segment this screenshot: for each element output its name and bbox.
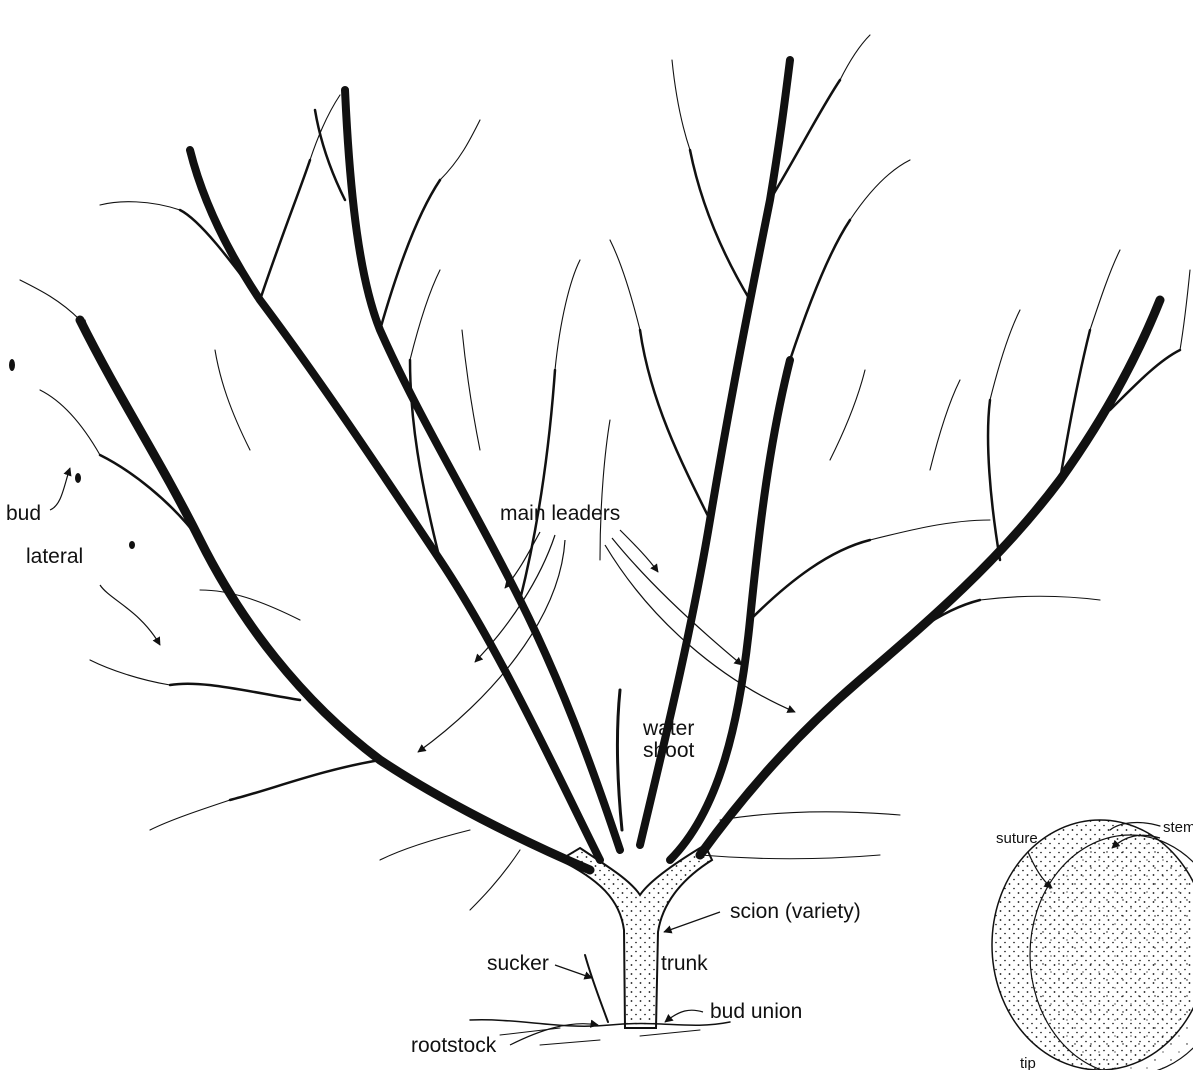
label-rootstock: rootstock <box>411 1034 497 1057</box>
label-bud: bud <box>6 502 41 525</box>
ground-line <box>470 1020 730 1045</box>
sucker-shoot <box>585 955 608 1022</box>
main-leaders-limbs <box>80 60 1160 870</box>
label-main-leaders: main leaders <box>500 502 620 525</box>
label-trunk: trunk <box>661 952 708 975</box>
secondary-branches <box>100 80 1180 830</box>
label-lateral: lateral <box>26 545 83 568</box>
trunk-shape <box>560 845 712 1028</box>
label-scion: scion (variety) <box>730 900 861 923</box>
label-stem: stem <box>1163 819 1193 836</box>
peach-fruit <box>992 820 1193 1070</box>
label-tip: tip <box>1020 1055 1036 1070</box>
label-water-shoot-line2: shoot <box>643 739 695 762</box>
label-suture: suture <box>996 830 1038 847</box>
label-bud-union: bud union <box>710 1000 802 1023</box>
label-water-shoot-line1: water <box>642 717 694 740</box>
label-sucker: sucker <box>487 952 549 975</box>
